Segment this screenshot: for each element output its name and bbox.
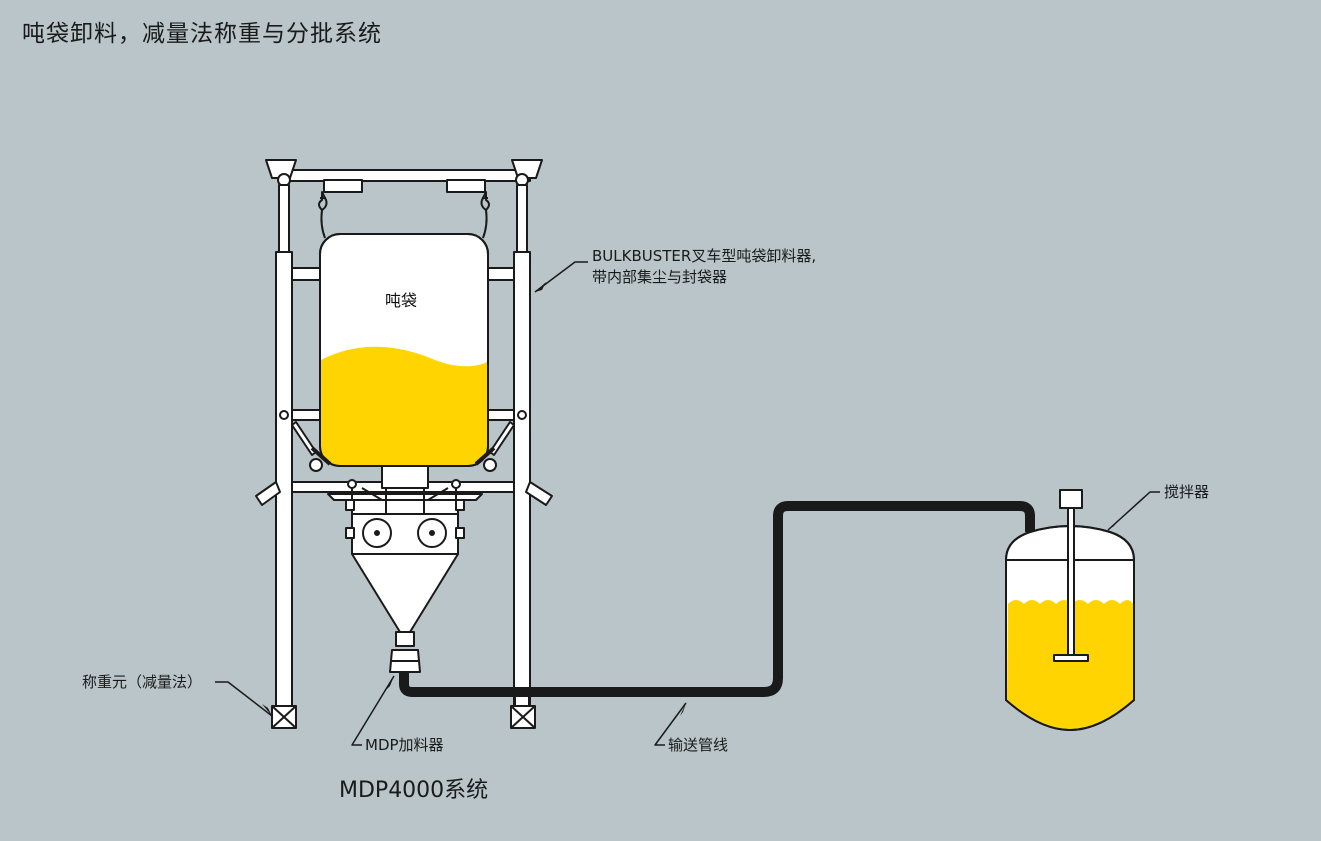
conveying-line <box>399 501 1035 697</box>
feeder-label: MDP加料器 <box>365 736 444 754</box>
spout-clamps <box>309 446 497 472</box>
discharger-label-line2: 带内部集尘与封袋器 <box>592 268 728 286</box>
leader-lines <box>215 261 1160 746</box>
system-caption: MDP4000系统 <box>339 778 489 803</box>
mdp-feeder <box>327 479 483 673</box>
conveying-line-label: 输送管线 <box>668 736 729 754</box>
page-title: 吨袋卸料，减量法称重与分批系统 <box>22 21 382 47</box>
discharger-label-line1: BULKBUSTER叉车型吨袋卸料器, <box>592 247 817 265</box>
load-cell-label: 称重元（减量法） <box>82 673 203 691</box>
mixer-vessel <box>1005 489 1135 731</box>
bulk-bag-label: 吨袋 <box>385 291 418 310</box>
bulk-bag <box>319 233 489 489</box>
mixer-label: 搅拌器 <box>1164 483 1210 501</box>
